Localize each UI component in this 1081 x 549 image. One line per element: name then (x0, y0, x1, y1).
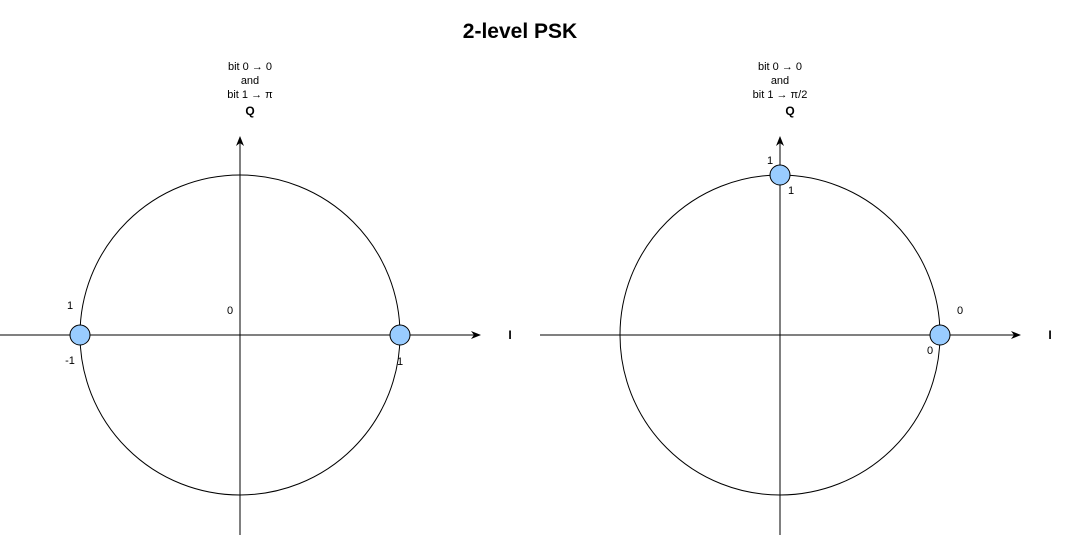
caption-line-3: bit 1 → π (227, 89, 273, 101)
point-label: 0 (957, 305, 963, 317)
point-label: 1 (788, 185, 794, 197)
caption-line-1: bit 0 → 0 (758, 61, 802, 73)
constellation-right: bit 0 → 0 and bit 1 → π/2 Q I 1 1 0 0 (540, 61, 1052, 535)
caption-line-3: bit 1 → π/2 (753, 89, 808, 101)
i-axis-label: I (1048, 328, 1051, 342)
caption-line-2: and (771, 75, 789, 87)
origin-label: 0 (227, 305, 233, 317)
constellation-point (389, 324, 411, 346)
point-label: 1 (397, 356, 403, 368)
point-label: 0 (927, 345, 933, 357)
q-axis-label: Q (785, 104, 794, 118)
point-label: -1 (65, 355, 75, 367)
q-axis-label: Q (245, 104, 254, 118)
i-axis-label: I (508, 328, 511, 342)
caption-line-1: bit 0 → 0 (228, 61, 272, 73)
point-label: 1 (767, 155, 773, 167)
constellation-point (69, 324, 91, 346)
point-label: 1 (67, 300, 73, 312)
caption-line-2: and (241, 75, 259, 87)
constellation-point (769, 164, 791, 186)
figure-title: 2-level PSK (463, 20, 577, 43)
constellation-left: bit 0 → 0 and bit 1 → π Q I 0 1 -1 1 (0, 61, 512, 535)
constellation-point (929, 324, 951, 346)
